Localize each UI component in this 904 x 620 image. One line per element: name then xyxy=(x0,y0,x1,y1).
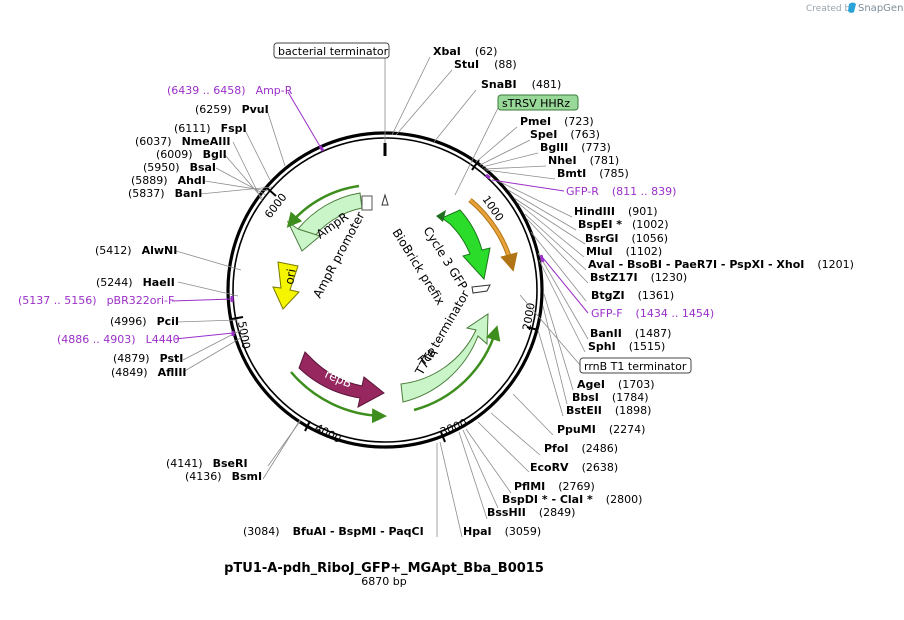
site-sphi: SphI(1515) xyxy=(588,340,665,353)
hhrz-leader xyxy=(454,107,499,196)
site-pvui: (6259)PvuI xyxy=(195,103,269,116)
snapgene-brand-text: SnapGene xyxy=(858,3,904,14)
ori-feature xyxy=(272,261,300,310)
site-fspi: (6111)FspI xyxy=(174,122,247,135)
site-ecorv: EcoRV(2638) xyxy=(530,461,618,474)
gfp-r-primer-mark xyxy=(485,173,491,180)
site-pmei: PmeI(723) xyxy=(520,115,594,128)
site-hpai: HpaI(3059) xyxy=(463,525,541,538)
primer-leader-lines xyxy=(171,91,589,340)
snapgene-icon xyxy=(848,2,856,13)
rrnb-t1-terminator-label: rrnB T1 terminator xyxy=(584,360,687,373)
site-ppumi: PpuMI(2274) xyxy=(557,423,645,436)
site-bstz17i: BstZ17I(1230) xyxy=(590,271,687,284)
tick-label-5000: 5000 xyxy=(235,320,253,350)
site-bsmi: (4136)BsmI xyxy=(185,470,262,483)
site-pcii: (4996)PciI xyxy=(110,315,179,328)
primer-amp-r: (6439 .. 6458)Amp-R xyxy=(167,84,293,97)
site-nhei: NheI(781) xyxy=(548,154,619,167)
orf-arrow xyxy=(469,198,518,272)
tick-5000 xyxy=(231,316,244,320)
bacterial-terminator-box xyxy=(273,42,390,59)
site-ahdi: (5889)AhdI xyxy=(131,174,206,187)
site-pflmi: PflMI(2769) xyxy=(514,480,595,493)
repb-direction-arrow xyxy=(290,371,387,424)
site-psti: (4879)PstI xyxy=(113,352,183,365)
plasmid-name: pTU1-A-pdh_RiboJ_GFP+_MGApt_Bba_B0015 xyxy=(224,561,544,576)
site-banii: BanII(1487) xyxy=(590,327,671,340)
primer-pbr322ori-f: (5137 .. 5156)pBR322ori-F xyxy=(18,294,174,307)
sTRSV-hhrz-box xyxy=(497,94,579,111)
gfp-feature xyxy=(441,209,491,281)
site-leader-lines xyxy=(175,56,589,538)
ori-label: ori xyxy=(282,268,298,286)
tick-label-2000: 2000 xyxy=(520,302,538,332)
site-spei: SpeI(763) xyxy=(530,128,600,141)
site-bspdi-clai: BspDI * - ClaI *(2800) xyxy=(502,493,642,506)
primer-gfp-f: GFP-F(1434 .. 1454) xyxy=(591,307,714,320)
site-bsrgi: BsrGI(1056) xyxy=(585,232,668,245)
site-bseri: (4141)BseRI xyxy=(166,457,248,470)
tick-label-4000: 4000 xyxy=(313,421,344,446)
bacterial-terminator-label: bacterial terminator xyxy=(278,45,389,58)
gfp-f-primer-mark xyxy=(539,254,545,263)
site-haeii: (5244)HaeII xyxy=(96,276,175,289)
t7te-terminator-marker xyxy=(471,284,491,294)
site-agei: AgeI(1703) xyxy=(577,378,655,391)
rrnb-leader xyxy=(519,294,581,366)
site-bsteii: BstEII(1898) xyxy=(566,404,651,417)
plasmid-size: 6870 bp xyxy=(361,575,406,588)
site-nmeaiii: (6037)NmeAIII xyxy=(135,135,231,148)
right-site-labels: XbaI(62) StuI(88) SnaBI(481) PmeI(723) S… xyxy=(433,45,854,538)
repb-feature xyxy=(298,351,385,408)
snapgene-logo: Created by SnapGene xyxy=(806,2,904,14)
site-afliii: (4849)AflIII xyxy=(111,366,187,379)
ampr-direction-arrow xyxy=(286,184,360,228)
tick-6000 xyxy=(266,187,277,197)
site-bgli: (6009)BglI xyxy=(156,148,227,161)
site-bbsi: BbsI(1784) xyxy=(572,391,648,404)
rrnb-t1-terminator-box xyxy=(579,357,692,374)
site-bsshii: BssHII(2849) xyxy=(487,506,575,519)
site-bmti: BmtI(785) xyxy=(557,167,629,180)
primer-gfp-r: GFP-R(811 .. 839) xyxy=(566,185,676,198)
left-site-labels: (4141)BseRI (4136)BsmI (4849)AflIII (487… xyxy=(18,84,293,483)
site-bani: (5837)BanI xyxy=(128,187,202,200)
site-xbai: XbaI(62) xyxy=(433,45,497,58)
site-alwni: (5412)AlwNI xyxy=(95,244,177,257)
tick-1000 xyxy=(471,159,480,171)
tick-4000 xyxy=(304,420,311,432)
created-by-text: Created by xyxy=(806,4,856,14)
site-avai-group: AvaI - BsoBI - PaeR7I - PspXI - XhoI(120… xyxy=(588,258,854,271)
sTRSV-hhrz-label: sTRSV HHRz xyxy=(502,97,570,110)
tick-label-1000: 1000 xyxy=(480,193,507,223)
tick-label-3000: 3000 xyxy=(438,416,469,439)
site-bglii: BglII(773) xyxy=(540,141,611,154)
amp-r-primer-mark xyxy=(318,145,325,152)
site-bspei: BspEI *(1002) xyxy=(578,218,669,231)
tick-2000 xyxy=(526,326,539,331)
tcr-direction-arrow xyxy=(413,325,501,412)
site-hindiii: HindIII(901) xyxy=(574,205,658,218)
site-btgzi: BtgZI(1361) xyxy=(591,289,674,302)
primer-l4440: (4886 .. 4903)L4440 xyxy=(57,333,180,346)
site-bfuai-group: (3084)BfuAI - BspMI - PaqCI xyxy=(243,525,424,538)
site-snabi: SnaBI(481) xyxy=(481,78,561,91)
site-pfoi: PfoI(2486) xyxy=(544,442,618,455)
site-stui: StuI(88) xyxy=(454,58,517,71)
biobrick-prefix-marker xyxy=(381,193,389,206)
gfp-start-marker xyxy=(436,210,446,222)
ampr-promoter-marker xyxy=(361,195,373,211)
site-bsai: (5950)BsaI xyxy=(143,161,216,174)
site-mlui: MluI(1102) xyxy=(586,245,662,258)
tick-3000 xyxy=(440,431,446,443)
